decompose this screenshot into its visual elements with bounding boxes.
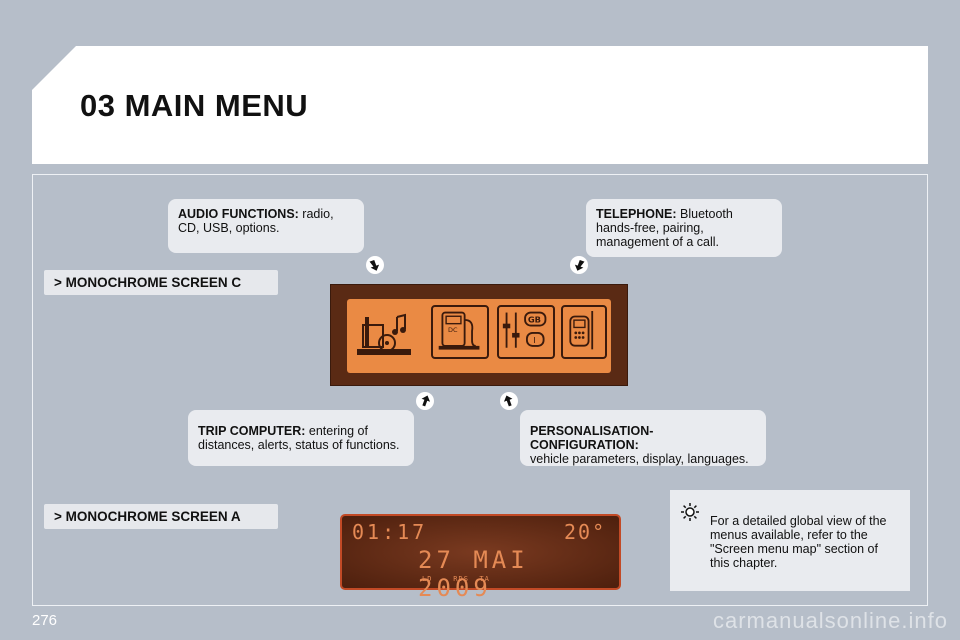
telephone-icon (561, 305, 607, 359)
note-box: For a detailed global view of the menus … (670, 490, 910, 591)
svg-text:I: I (533, 335, 535, 345)
audio-functions-label: AUDIO FUNCTIONS: (178, 207, 299, 221)
monochrome-screen-c: DC GB I (330, 284, 628, 386)
trip-computer-icon: DC (431, 305, 489, 359)
screen-a-indicators: LD RDS TA (422, 575, 490, 583)
trip-computer-callout: TRIP COMPUTER: entering of distances, al… (188, 410, 414, 466)
section-label-screen-a: > MONOCHROME SCREEN A (44, 504, 278, 529)
personalisation-text: vehicle parameters, display, languages. (530, 452, 749, 466)
trip-computer-label: TRIP COMPUTER: (198, 424, 306, 438)
personalisation-label: PERSONALISATION-CONFIGURATION: (530, 424, 654, 452)
screen-a-time: 01:17 (352, 520, 428, 544)
personalisation-callout: PERSONALISATION-CONFIGURATION:vehicle pa… (520, 410, 766, 466)
telephone-callout: TELEPHONE: Bluetooth hands-free, pairing… (586, 199, 782, 257)
sun-icon (680, 502, 700, 522)
trip-computer-text: entering of distances, alerts, status of… (198, 424, 400, 452)
audio-functions-callout: AUDIO FUNCTIONS: radio, CD, USB, options… (168, 199, 364, 253)
arrow-up-left-icon (500, 392, 518, 410)
page-title: 03 MAIN MENU (80, 88, 309, 123)
monochrome-screen-a: 01:17 20° 27 MAI 2009 LD RDS TA (340, 514, 621, 602)
screen-a-date: 27 MAI 2009 (418, 546, 529, 602)
settings-sliders-icon: GB I (497, 305, 555, 359)
section-label-screen-c: > MONOCHROME SCREEN C (44, 270, 278, 295)
screen-a-temperature: 20° (564, 520, 607, 544)
screen-c-display: DC GB I (347, 299, 611, 373)
note-text: For a detailed global view of the menus … (710, 514, 887, 570)
svg-text:DC: DC (448, 326, 458, 334)
page-number: 276 (32, 612, 58, 629)
arrow-down-left-icon (570, 256, 588, 274)
telephone-text: Bluetooth hands-free, pairing, managemen… (596, 207, 733, 249)
header-banner (32, 46, 928, 164)
arrow-up-right-icon (416, 392, 434, 410)
audio-functions-text: radio, CD, USB, options. (178, 207, 334, 235)
watermark: carmanualsonline.info (712, 608, 948, 633)
svg-text:GB: GB (528, 315, 541, 325)
arrow-down-right-icon (366, 256, 384, 274)
audio-icon (353, 303, 413, 359)
telephone-label: TELEPHONE: (596, 207, 677, 221)
content-panel (32, 174, 928, 606)
